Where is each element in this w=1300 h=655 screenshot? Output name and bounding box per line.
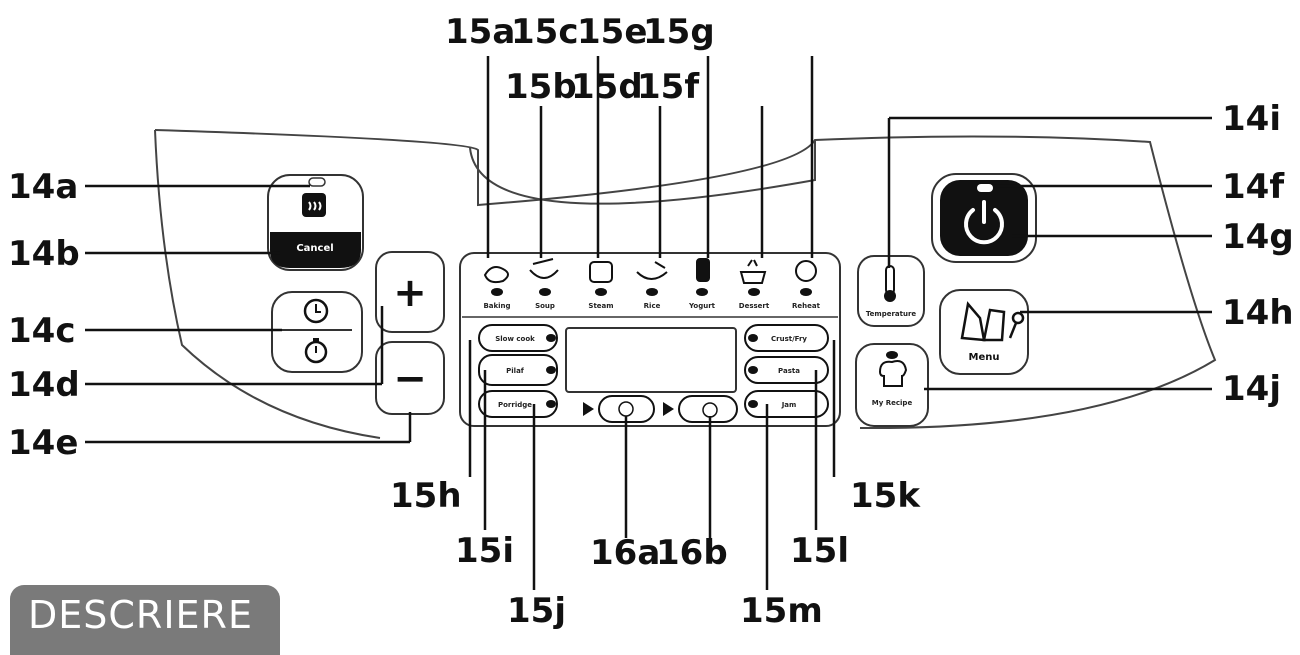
program-label-yogurt: Yogurt [688, 302, 716, 310]
program-label-reheat: Reheat [792, 302, 821, 310]
callout-15a: 15a [445, 12, 515, 52]
program-icons [483, 258, 817, 284]
crust-fry-label: Crust/Fry [771, 335, 807, 343]
callout-15m: 15m [740, 591, 823, 631]
keep-warm-icon [302, 193, 326, 217]
slow-cook-button[interactable]: Slow cook [478, 324, 558, 352]
callout-15j: 15j [507, 591, 566, 631]
soup-icon [529, 258, 559, 279]
cooking-time-button[interactable] [678, 395, 738, 423]
chef-hat-icon [878, 360, 908, 387]
program-labels-top: Baking Soup Steam Rice Yogurt Dessert Re… [483, 302, 820, 310]
callout-14d: 14d [8, 365, 80, 405]
my-recipe-label: My Recipe [872, 399, 913, 407]
callout-15l: 15l [790, 531, 849, 571]
play-arrow-icon [663, 402, 674, 416]
callout-14i: 14i [1222, 99, 1281, 139]
leader-lines [85, 56, 1212, 590]
plus-button[interactable] [375, 251, 445, 333]
reheat-icon [795, 260, 817, 282]
pilaf-button[interactable]: Pilaf [478, 354, 558, 386]
program-leds [491, 288, 812, 296]
timer-delay-button[interactable] [271, 291, 363, 373]
callout-14a: 14a [8, 167, 78, 207]
play-arrow-icon [583, 402, 594, 416]
jam-label: Jam [781, 401, 797, 409]
callout-14j: 14j [1222, 369, 1281, 409]
crust-fry-button[interactable]: Crust/Fry [744, 324, 829, 352]
timer-buttons [583, 395, 738, 423]
porridge-button[interactable]: Porridge [478, 390, 558, 418]
callout-15h: 15h [390, 476, 462, 516]
program-label-baking: Baking [483, 302, 510, 310]
callout-labels: 15a 15c 15e 15g 15b 15d 15f 14a 14b 14c … [8, 12, 1294, 631]
program-label-rice: Rice [644, 302, 661, 310]
yogurt-icon [696, 258, 710, 282]
callout-15k: 15k [850, 476, 921, 516]
callout-15e: 15e [577, 12, 647, 52]
stopwatch-icon [304, 338, 328, 364]
callout-14f: 14f [1222, 167, 1285, 207]
rice-icon [636, 261, 668, 280]
clock-icon [303, 298, 329, 324]
callout-15f: 15f [637, 67, 700, 107]
callout-14b: 14b [8, 234, 80, 274]
callout-15b: 15b [505, 67, 577, 107]
thermometer-icon [884, 265, 896, 302]
power-icon [964, 200, 1004, 245]
cancel-label: Cancel [296, 243, 333, 254]
program-buttons-left: Slow cook Pilaf Porridge [478, 324, 558, 418]
keep-warm-indicator-light [308, 177, 326, 187]
pasta-label: Pasta [778, 367, 800, 375]
program-label-steam: Steam [588, 302, 613, 310]
section-title: DESCRIERE [28, 593, 253, 637]
pilaf-label: Pilaf [506, 367, 525, 375]
baking-icon [483, 266, 509, 284]
dessert-icon [739, 259, 767, 284]
my-recipe-indicator-light [886, 351, 898, 359]
right-controls: Temperature Menu My Recipe [855, 173, 1037, 427]
callout-15c: 15c [511, 12, 578, 52]
pasta-button[interactable]: Pasta [744, 356, 829, 384]
minus-label: − [393, 356, 427, 402]
menu-label: Menu [969, 352, 1000, 363]
panel-outline [154, 129, 1217, 439]
callout-14e: 14e [8, 423, 78, 463]
menu-button[interactable] [939, 289, 1029, 375]
power-indicator-light [977, 184, 993, 192]
slow-cook-label: Slow cook [495, 335, 535, 343]
callout-16b: 16b [656, 533, 728, 573]
callout-15d: 15d [571, 67, 643, 107]
porridge-label: Porridge [498, 401, 532, 409]
callout-15i: 15i [455, 531, 514, 571]
callout-14c: 14c [8, 311, 75, 351]
book-spoon-icon [960, 301, 1025, 342]
central-panel: Baking Soup Steam Rice Yogurt Dessert Re… [459, 252, 841, 427]
lcd-display [565, 327, 737, 393]
program-buttons-right: Crust/Fry Pasta Jam [744, 324, 829, 418]
steam-icon [589, 261, 613, 283]
callout-15g: 15g [643, 12, 715, 52]
callout-16a: 16a [590, 533, 660, 573]
plus-label: + [393, 270, 427, 316]
callout-14g: 14g [1222, 217, 1294, 257]
left-controls: Cancel + − [267, 174, 445, 415]
program-label-dessert: Dessert [739, 302, 770, 310]
temperature-label: Temperature [866, 310, 917, 318]
program-label-soup: Soup [535, 302, 555, 310]
callout-14h: 14h [1222, 293, 1294, 333]
